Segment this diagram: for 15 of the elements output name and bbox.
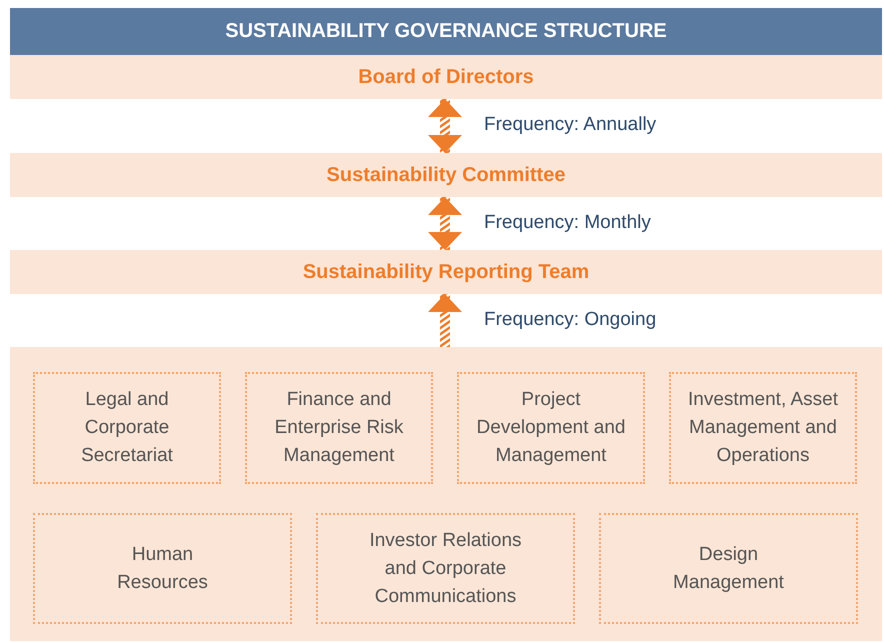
department-box: Investor Relations and Corporate Communications (316, 513, 575, 624)
level-band (10, 250, 882, 294)
level-title: Sustainability Committee (326, 164, 566, 186)
departments-panel (10, 347, 882, 641)
level-band (10, 55, 882, 99)
department-box: Human Resources (33, 513, 292, 624)
department-box: Project Development and Management (457, 372, 645, 484)
level-title: Sustainability Reporting Team (302, 260, 590, 284)
department-box: Legal and Corporate Secretariat (33, 372, 221, 484)
department-box: Finance and Enterprise Risk Management (245, 372, 433, 484)
department-box: Investment, Asset Management and Operations (669, 372, 857, 484)
department-box: Design Management (599, 513, 858, 624)
title-banner: SUSTAINABILITY GOVERNANCE STRUCTURE (10, 8, 882, 55)
level-band (10, 153, 882, 197)
level-title: Board of Directors (358, 66, 534, 88)
